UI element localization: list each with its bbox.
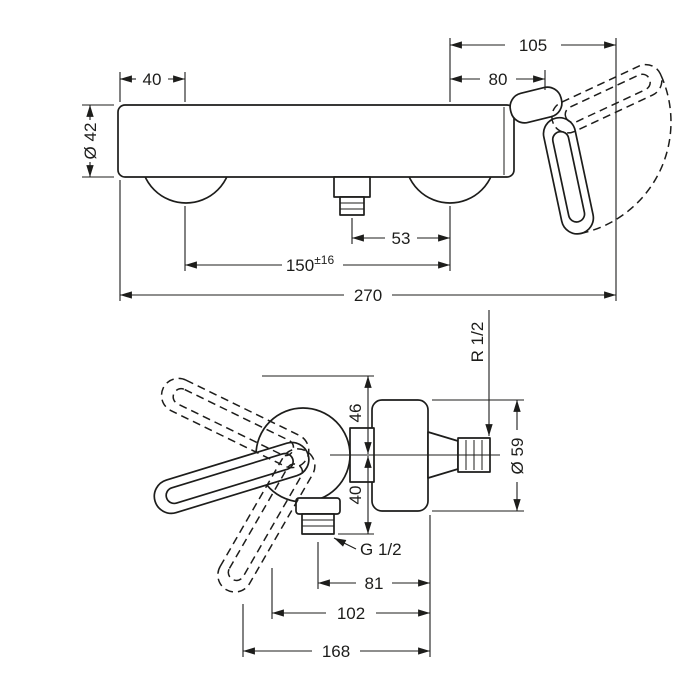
dim-270-label: 270 — [354, 286, 382, 305]
dim-diameter-59-label: Ø 59 — [508, 438, 527, 475]
thread-r12-label: R 1/2 — [468, 322, 487, 363]
outlet-side — [295, 497, 341, 535]
mixer-body — [117, 104, 515, 178]
dim-105-label: 105 — [519, 36, 547, 55]
dim-46-label: 46 — [346, 404, 365, 423]
dim-81-label: 81 — [365, 574, 384, 593]
extension-lines-side — [242, 375, 524, 657]
handle-loop-solid-side — [153, 441, 310, 515]
side-view: 46 40 Ø 59 R 1/2 G 1/2 81 102 — [153, 310, 527, 661]
handle-loop-raised-dashed — [551, 63, 672, 235]
dim-102: 102 — [272, 604, 430, 623]
handle-sweep-arc — [580, 73, 672, 235]
dim-150: 150±16 — [185, 253, 450, 275]
dim-40-side: 40 — [346, 456, 372, 534]
dim-53: 53 — [352, 229, 450, 248]
label-thread-r12: R 1/2 — [468, 310, 493, 436]
dim-102-label: 102 — [337, 604, 365, 623]
handle-mount — [509, 86, 563, 124]
dim-diameter-42: Ø 42 — [81, 105, 100, 177]
thread-g12-label: G 1/2 — [360, 540, 402, 559]
dim-168-label: 168 — [322, 642, 350, 661]
dim-81: 81 — [318, 574, 430, 593]
dim-150-label: 150±16 — [286, 253, 335, 275]
dim-diameter-42-label: Ø 42 — [81, 123, 100, 160]
dim-46: 46 — [346, 376, 372, 454]
handle-loop-solid — [542, 116, 595, 235]
handle-loop-lowered-dashed-side — [217, 448, 316, 593]
dim-diameter-59: Ø 59 — [508, 400, 527, 511]
dim-53-label: 53 — [392, 229, 411, 248]
handle-loop-raised-dashed-side — [160, 377, 310, 469]
dim-80: 80 — [450, 70, 545, 89]
dim-168: 168 — [243, 642, 430, 661]
dim-105: 105 — [450, 36, 616, 55]
front-view: 105 80 40 Ø 42 53 150±16 — [81, 36, 672, 305]
dim-270: 270 — [120, 286, 616, 305]
outlet-front — [333, 176, 371, 216]
dim-40-front-label: 40 — [143, 70, 162, 89]
label-thread-g12: G 1/2 — [333, 537, 402, 559]
dim-40-side-label: 40 — [346, 486, 365, 505]
dim-40-front: 40 — [120, 70, 185, 89]
dim-80-label: 80 — [489, 70, 508, 89]
